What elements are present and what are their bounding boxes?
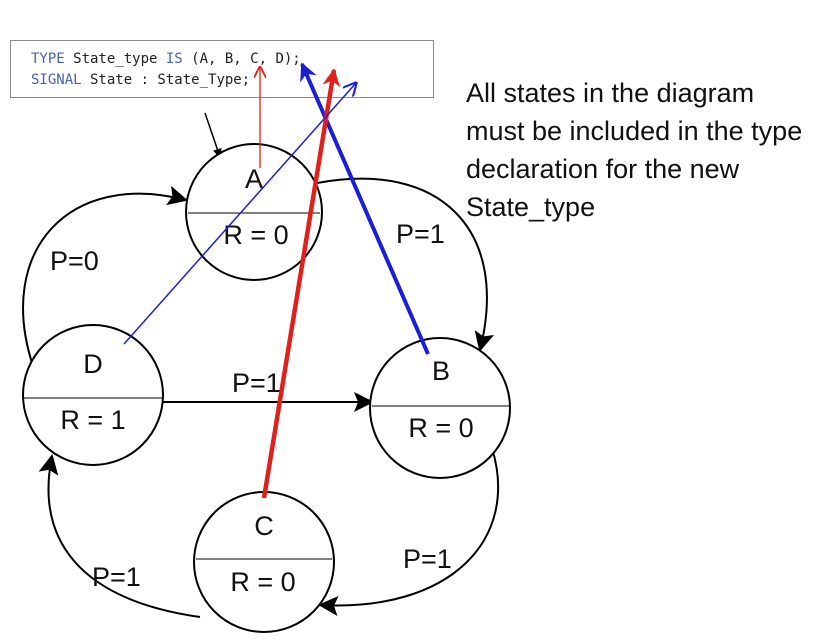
code-keyword: IS: [165, 51, 183, 67]
state-a-output: R = 0: [223, 220, 288, 250]
transition-d-to-a-arc: [22, 185, 188, 367]
explanation-note: All states in the diagram must be includ…: [466, 78, 803, 222]
transition-b-to-c-arc: [318, 447, 500, 616]
transition-c-to-d-label: P=1: [92, 562, 141, 592]
transition-a-to-b-arc: [316, 177, 495, 352]
transition-b-to-c-label: P=1: [403, 544, 452, 574]
code-text: State : State_Type;: [81, 72, 251, 88]
code-line-signal: SIGNAL State : State_Type;: [31, 72, 250, 88]
state-b-output: R = 0: [408, 413, 473, 443]
code-declaration-box: TYPE State_type IS (A, B, C, D); SIGNAL …: [10, 40, 434, 98]
code-keyword: SIGNAL: [31, 72, 82, 88]
code-line-type: TYPE State_type IS (A, B, C, D);: [31, 51, 301, 67]
state-c-name: C: [254, 511, 274, 541]
transition-d-to-b-label: P=1: [232, 368, 281, 398]
transition-c-to-d-arc: [38, 454, 201, 618]
transition-d-to-a-label: P=0: [50, 246, 99, 276]
state-d: D R = 1: [22, 324, 164, 466]
state-c-output: R = 0: [230, 567, 295, 597]
state-d-output: R = 1: [60, 405, 125, 435]
pointer-d-to-declaration: [123, 83, 356, 345]
initial-state-arrow: [204, 112, 222, 158]
state-b-name: B: [432, 356, 450, 386]
state-d-name: D: [83, 349, 103, 379]
pointer-c-to-declaration: [261, 68, 341, 499]
code-keyword: TYPE: [31, 51, 65, 67]
state-a: A R = 0: [185, 143, 323, 281]
code-text: State_type: [64, 51, 166, 67]
pointer-b-to-declaration: [300, 62, 430, 355]
state-c: C R = 0: [193, 491, 335, 633]
transition-a-to-b-label: P=1: [396, 219, 445, 249]
state-b: B R = 0: [369, 337, 511, 479]
state-a-name: A: [245, 164, 263, 194]
code-text: (A, B, C, D);: [182, 51, 301, 67]
